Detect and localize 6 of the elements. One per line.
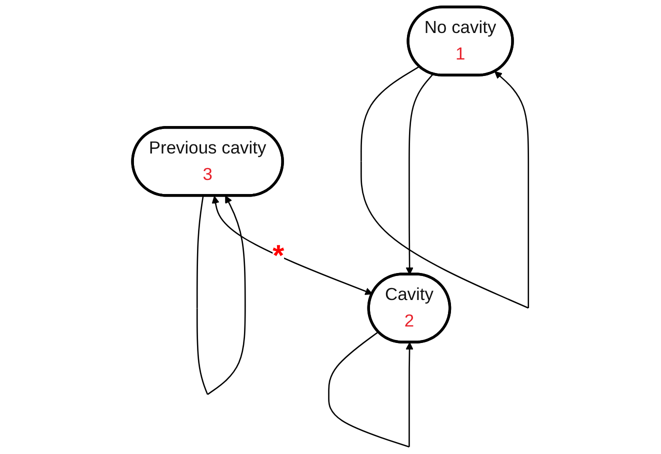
edge-label: * [272,239,284,272]
arrow [196,196,246,395]
arrow [360,66,530,309]
arrow [212,196,373,295]
arrow [406,74,434,275]
arrow [328,331,414,448]
